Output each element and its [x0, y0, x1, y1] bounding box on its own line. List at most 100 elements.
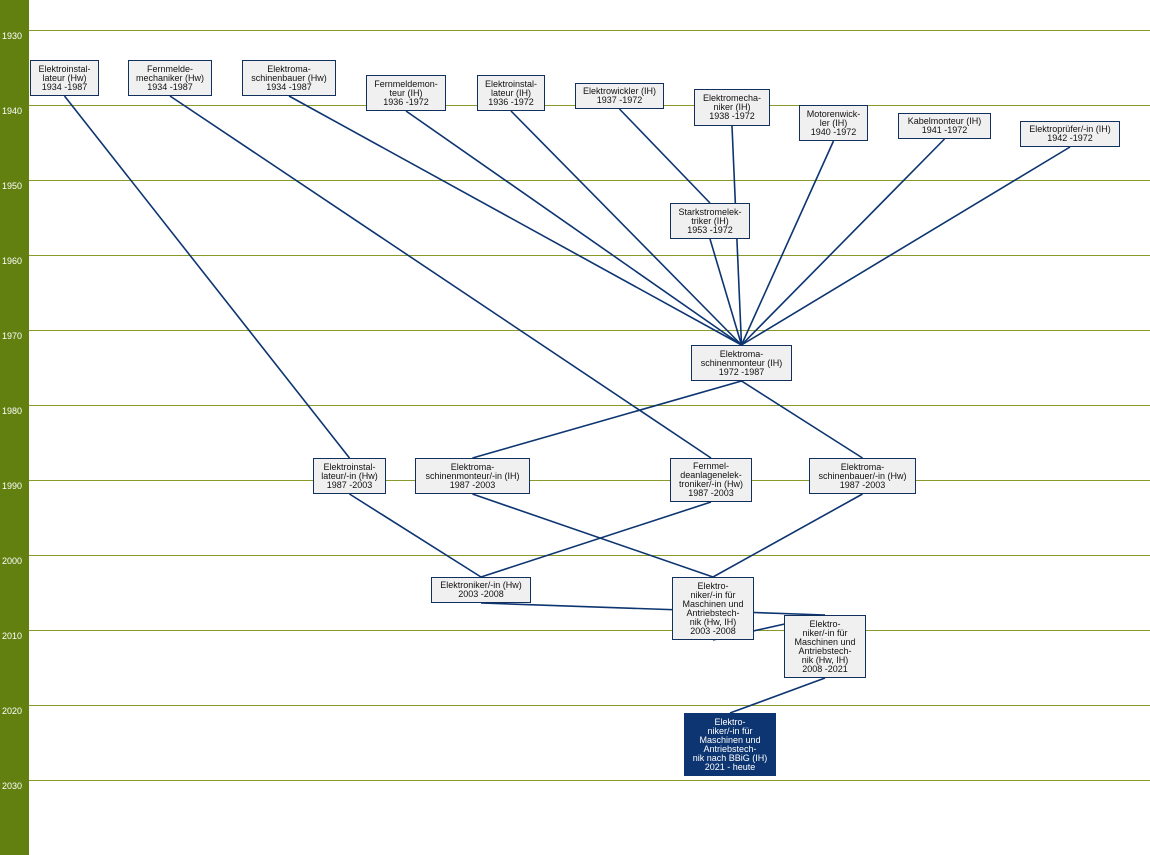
node-text: lateur (Hw) [42, 72, 87, 83]
link-n16-n18 [712, 493, 863, 578]
link-n5-n12 [510, 110, 743, 346]
node-text: 1936 -1972 [488, 96, 534, 107]
node-text: niker/-in für [707, 725, 753, 736]
year-label-2010: 2010 [2, 631, 23, 641]
node-text: Elektro- [697, 580, 729, 591]
occupation-node: Starkstromelek-triker (IH)1953 -1972 [670, 203, 750, 239]
year-label-1930: 1930 [2, 31, 23, 41]
occupation-node: Elektroprüfer/-in (IH)1942 -1972 [1020, 121, 1120, 147]
node-text: 2021 - heute [704, 761, 756, 772]
node-text: Maschinen und [699, 734, 761, 745]
node-text: 1937 -1972 [596, 95, 643, 105]
link-n4-n12 [405, 110, 742, 346]
node-text: 2003 -2008 [690, 625, 736, 636]
node-text: Elektro- [714, 716, 746, 727]
node-text: Antriebstech- [703, 743, 757, 754]
link-n8-n12 [740, 140, 835, 346]
node-text: troniker/-in (Hw) [678, 479, 743, 489]
node-text: Elektroma- [719, 348, 764, 359]
link-n3-n12 [288, 95, 742, 346]
link-n6-n11 [618, 108, 711, 204]
occupation-node: Elektromecha-niker (IH)1938 -1972 [694, 89, 770, 126]
node-text: Elektroma- [267, 63, 311, 74]
node-text: schinenbauer/-in (Hw) [818, 470, 907, 481]
node-text: 2008 -2021 [802, 663, 848, 674]
node-text: Elektro- [809, 618, 841, 629]
node-text: lateur (IH) [490, 87, 531, 98]
occupation-node: Elektroinstal-lateur (IH)1936 -1972 [477, 75, 545, 111]
node-text: Elektroma- [450, 461, 495, 472]
gridline-2030 [29, 780, 1150, 781]
node-text: 1987 -2003 [449, 479, 496, 490]
year-sidebar [0, 0, 29, 855]
occupation-node: Elektroma-schinenbauer (Hw)1934 -1987 [242, 60, 336, 96]
node-text: Starkstromelek- [678, 206, 742, 217]
node-text: 1940 -1972 [810, 126, 857, 137]
gridline-1950 [29, 180, 1150, 181]
year-label-1940: 1940 [2, 106, 23, 116]
node-text: schinenmonteur/-in (IH) [425, 470, 520, 481]
node-text: 1936 -1972 [383, 96, 429, 107]
occupation-node: Elektroma-schinenbauer/-in (Hw)1987 -200… [809, 458, 916, 494]
occupation-node: Elektroniker/-in (Hw)2003 -2008 [431, 577, 531, 603]
node-text: nik nach BBiG (IH) [692, 752, 768, 763]
node-text: Fernmel- [692, 461, 729, 471]
link-n12-n14 [472, 380, 742, 459]
node-text: Elektromecha- [702, 93, 762, 103]
node-text: 1934 -1987 [147, 81, 193, 92]
occupation-node: Motorenwick-ler (IH)1940 -1972 [799, 105, 868, 141]
node-text: lateur/-in (Hw) [321, 470, 378, 481]
node-text: Elektroinstal- [323, 461, 376, 472]
link-n15-n17 [480, 501, 712, 578]
year-label-2000: 2000 [2, 556, 23, 566]
link-n13-n17 [349, 493, 482, 578]
year-label-1960: 1960 [2, 256, 23, 266]
gridline-1960 [29, 255, 1150, 256]
gridline-1930 [29, 30, 1150, 31]
node-text: 1987 -2003 [839, 479, 886, 490]
node-text: Elektroma- [840, 461, 885, 472]
year-label-1980: 1980 [2, 406, 23, 416]
year-label-1970: 1970 [2, 331, 23, 341]
link-n14-n18 [472, 493, 714, 578]
node-text: 1941 -1972 [921, 125, 968, 135]
occupation-node: Kabelmonteur (IH)1941 -1972 [898, 113, 991, 139]
node-text: schinenmonteur (IH) [700, 357, 783, 368]
occupation-node: Elektroinstal-lateur/-in (Hw)1987 -2003 [313, 458, 386, 494]
node-text: 1934 -1987 [266, 81, 312, 92]
link-n2-n15 [169, 95, 712, 459]
occupation-node: Elektroma-schinenmonteur (IH)1972 -1987 [691, 345, 792, 381]
node-text: niker/-in für [690, 589, 736, 600]
node-text: schinenbauer (Hw) [251, 72, 327, 83]
occupation-node: Fernmeldemon-teur (IH)1936 -1972 [366, 75, 446, 111]
node-text: Elektroprüfer/-in (IH) [1029, 124, 1111, 134]
link-n19-n20 [729, 677, 826, 714]
link-n11-n12 [709, 238, 743, 346]
gridline-1970 [29, 330, 1150, 331]
node-text: niker/-in für [802, 627, 848, 638]
year-label-2030: 2030 [2, 781, 23, 791]
node-text: Fernmelde- [146, 63, 193, 74]
node-text: mechaniker (Hw) [135, 72, 204, 83]
node-text: Elektrowickler (IH) [582, 86, 656, 96]
node-text: Elektroinstal- [38, 63, 91, 74]
node-text: deanlagenelek- [680, 470, 742, 480]
link-n9-n12 [740, 138, 946, 346]
link-n10-n12 [741, 146, 1071, 346]
node-text: Fernmeldemon- [374, 78, 438, 89]
node-text: Antriebstech- [686, 607, 740, 618]
node-text: 1934 -1987 [41, 81, 88, 92]
node-text: Motorenwick- [806, 108, 861, 119]
link-n17-n19 [480, 602, 826, 616]
node-text: 1987 -2003 [326, 479, 373, 490]
node-text: 1942 -1972 [1047, 133, 1093, 143]
gridline-1990 [29, 480, 1150, 481]
gridline-2010 [29, 630, 1150, 631]
link-n1-n13 [63, 95, 351, 459]
year-label-1990: 1990 [2, 481, 23, 491]
node-text: Elektroniker/-in (Hw) [440, 580, 522, 590]
